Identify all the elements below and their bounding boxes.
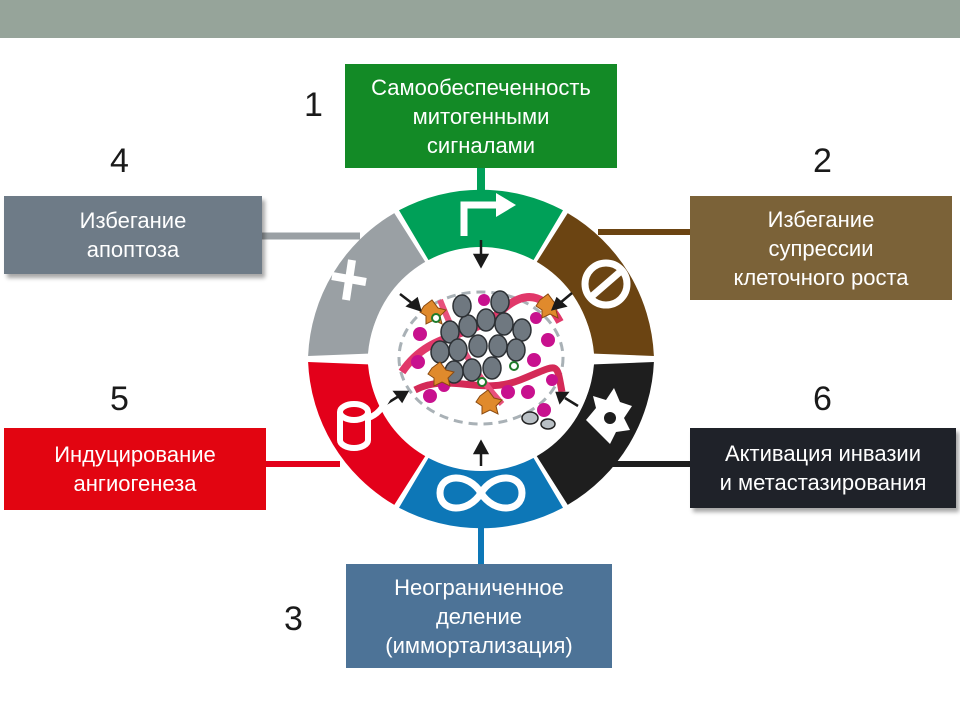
- center-arrows: [385, 240, 579, 466]
- hallmark-number-1: 1: [304, 86, 323, 124]
- segment-1: [399, 189, 563, 262]
- invasive-cell-icon: [586, 388, 632, 444]
- hallmark-number-3: 3: [284, 600, 303, 638]
- hallmark-2-line: супрессии: [768, 235, 874, 261]
- hallmark-5-line: ангиогенеза: [73, 471, 197, 496]
- no-entry-icon: [581, 259, 631, 309]
- hallmark-4-line: апоптоза: [86, 237, 180, 262]
- hallmark-6-line: Активация инвазии: [724, 441, 922, 466]
- hallmark-number-4: 4: [110, 142, 129, 180]
- hallmark-6-line: и метастазирования: [719, 470, 927, 495]
- hallmark-box-6: Активация инвазии и метастазирования: [690, 428, 956, 508]
- tumor-tissue-icon: [397, 290, 566, 430]
- hallmark-number-6: 6: [813, 380, 832, 418]
- arrow-turn-right-icon: [460, 193, 516, 236]
- hallmark-3-line: (иммортализация): [385, 632, 573, 658]
- segment-4: [308, 213, 427, 356]
- hallmark-1-line: Самообеспеченность: [371, 74, 591, 100]
- hallmark-2-line: Избегание: [767, 206, 875, 232]
- vessel-icon: [337, 396, 391, 451]
- hallmark-1-line: сигналами: [426, 132, 536, 158]
- hallmark-box-5: Индуцирование ангиогенеза: [4, 428, 266, 510]
- hallmark-2-line: клеточного роста: [733, 264, 909, 290]
- hallmark-box-3: Неограниченное деление (иммортализация): [346, 564, 612, 668]
- hallmark-box-4: Избегание апоптоза: [4, 196, 262, 274]
- hallmark-1-line: митогенными: [412, 103, 550, 129]
- hallmark-box-1: Самообеспеченность митогенными сигналами: [345, 64, 617, 168]
- hallmark-3-line: деление: [435, 603, 523, 629]
- hallmark-5-line: Индуцирование: [54, 442, 216, 467]
- segment-2: [535, 213, 654, 356]
- center-circle: [369, 247, 593, 471]
- top-bar: [0, 0, 960, 38]
- hallmark-number-5: 5: [110, 380, 129, 418]
- hallmark-3-line: Неограниченное: [394, 574, 564, 600]
- infinity-icon: [436, 474, 526, 512]
- hallmark-number-2: 2: [813, 142, 832, 180]
- hallmark-box-2: Избегание супрессии клеточного роста: [690, 196, 952, 300]
- cross-icon: [331, 259, 367, 301]
- segment-6: [535, 362, 654, 505]
- hallmark-4-line: Избегание: [79, 208, 187, 233]
